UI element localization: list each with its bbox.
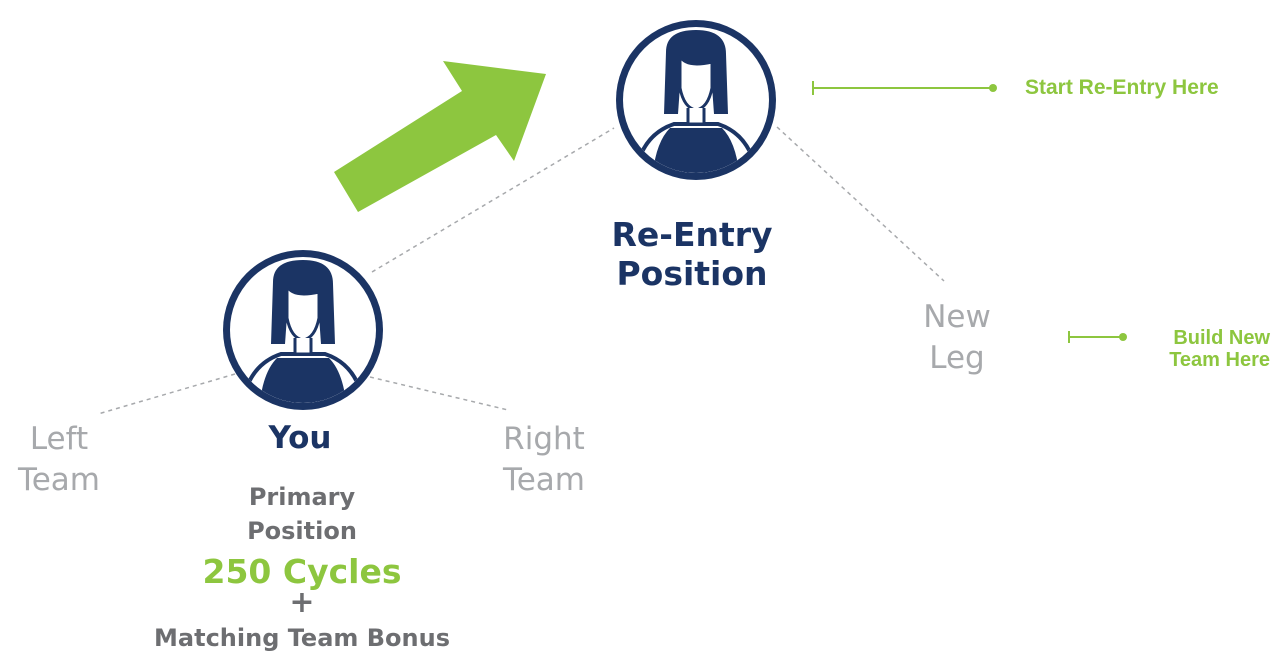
plus-sign: +: [289, 585, 315, 620]
build-team-callout: Build New Team Here: [1120, 327, 1270, 371]
reentry-position-label: Re-Entry Position: [572, 215, 812, 294]
left-team-line1: Left: [29, 421, 89, 457]
right-team-connector: [369, 376, 509, 411]
new-leg-connector: [776, 126, 945, 282]
reentry-avatar: [616, 20, 776, 180]
start-reentry-callout: Start Re-Entry Here: [1025, 76, 1219, 99]
build-callout-line2: Team Here: [1169, 349, 1270, 371]
right-team-line2: Team: [503, 461, 585, 498]
woman-avatar-icon: [223, 250, 383, 410]
reentry-label-line2: Position: [616, 253, 768, 293]
build-callout-line1: Build New: [1173, 327, 1270, 349]
woman-avatar-icon: [616, 20, 776, 180]
left-team-connector: [97, 373, 236, 415]
primary-line2: Position: [247, 517, 357, 546]
right-team-label: Right Team: [484, 419, 604, 501]
new-leg-label: New Leg: [901, 297, 1013, 379]
reentry-connector: [371, 127, 615, 273]
primary-line1: Primary: [248, 483, 356, 511]
primary-position-label: Primary Position: [190, 480, 414, 548]
cycles-label: 250 Cycles: [202, 552, 402, 591]
right-team-line1: Right: [503, 421, 585, 457]
new-leg-line1: New: [923, 299, 991, 335]
build-pointer-line: [1068, 331, 1127, 343]
left-team-label: Left Team: [4, 419, 114, 501]
up-right-arrow-icon: [334, 61, 546, 212]
left-team-line2: Team: [18, 461, 100, 498]
you-avatar: [223, 250, 383, 410]
new-leg-line2: Leg: [929, 339, 985, 376]
you-label: You: [268, 420, 332, 456]
start-pointer-line: [812, 81, 997, 95]
reentry-label-line1: Re-Entry: [611, 215, 773, 254]
matching-bonus-label: Matching Team Bonus: [154, 624, 450, 652]
